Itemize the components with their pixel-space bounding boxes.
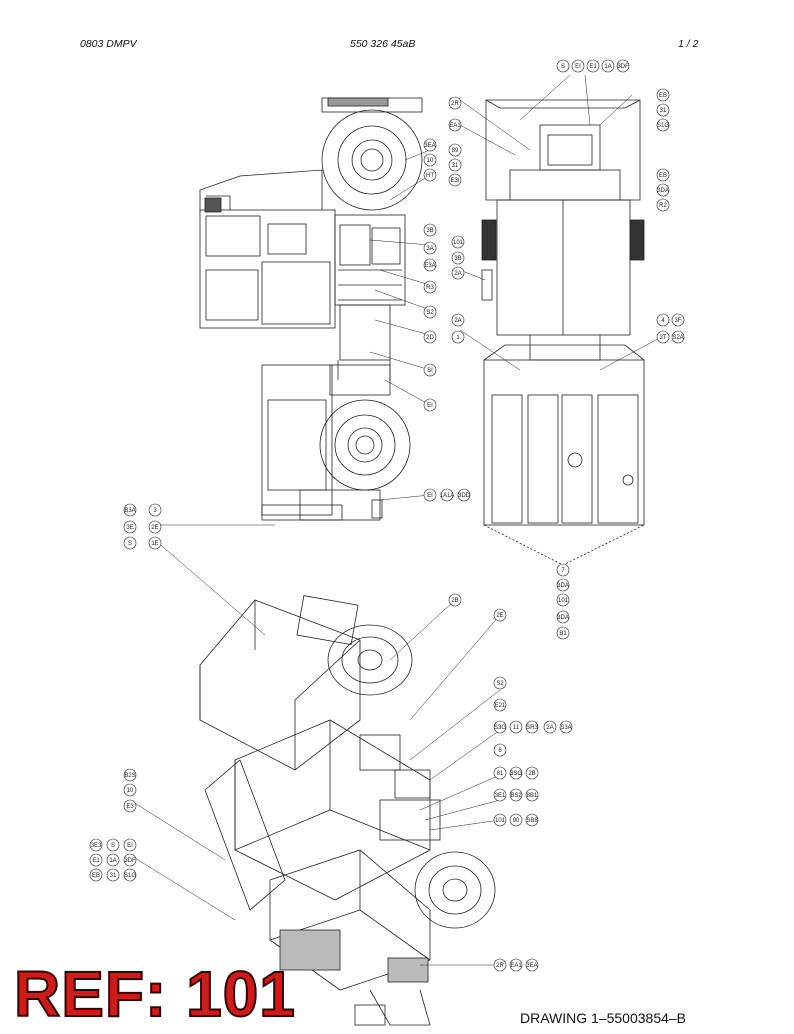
callout-label: 2B (451, 598, 458, 604)
callout-label: 3DA (557, 583, 569, 589)
callout-label: 89 (452, 148, 459, 154)
callout-label: R2 (659, 203, 667, 209)
callout-label: 3B (426, 228, 433, 234)
callout-label: 3 (153, 508, 157, 514)
callout-label: B3A (124, 508, 135, 514)
callout-label: 3F (674, 318, 681, 324)
callout-label: 3B (454, 256, 461, 262)
callout-label: S1G (124, 873, 136, 879)
callout-label: 2A (454, 271, 461, 277)
callout-label: 81 (497, 771, 504, 777)
callout-label: 3A (426, 246, 433, 252)
callout-label: EB (92, 873, 100, 879)
callout-label: E3 (126, 804, 134, 810)
callout-label: 31 (660, 108, 667, 114)
callout-label: E21 (495, 703, 506, 709)
callout-label: S (128, 541, 132, 547)
callout-label: 3EA (424, 143, 435, 149)
callout-label: 10 (127, 788, 134, 794)
callout-label: 3DD (458, 493, 471, 499)
callout-label: EI (427, 493, 433, 499)
callout-label: 3E (126, 525, 133, 531)
callout-label: S2A (672, 335, 683, 341)
callout-label: E3A (424, 263, 435, 269)
callout-label: S (561, 64, 565, 70)
callout-label: S1G (657, 123, 669, 129)
callout-label: 1A1A (440, 493, 455, 499)
callout-label: HT (426, 173, 434, 179)
callout-label: B1 (559, 631, 567, 637)
drawing-number: DRAWING 1–55003854–B (520, 1010, 687, 1026)
callout-label: 3EA (526, 963, 537, 969)
callout-label: S2 (496, 681, 504, 687)
callout-label: EI (575, 64, 581, 70)
callout-label: EA1 (510, 963, 522, 969)
callout-label: EB (659, 173, 667, 179)
callout-label: S (111, 843, 115, 849)
callout-label: 2B (528, 771, 535, 777)
callout-label: 31 (110, 873, 117, 879)
callout-label: 1A (604, 64, 611, 70)
callout-label: 3T (659, 335, 666, 341)
callout-label: 3E1 (495, 793, 506, 799)
callout-label: 1E (151, 541, 158, 547)
callout-label: 2E (496, 613, 503, 619)
top-view-assembly (481, 99, 645, 566)
callout-label: E1 (589, 64, 597, 70)
callout-label: EI (427, 403, 433, 409)
callout-label: 6 (498, 748, 502, 754)
callout-label: E3I (450, 178, 459, 184)
callout-label: 101 (558, 598, 569, 604)
callout-label: 3DA (657, 188, 669, 194)
callout-label: SI (427, 368, 433, 374)
callout-label: 3DF (617, 64, 629, 70)
callout-label: EI (127, 843, 133, 849)
callout-label: R3 (426, 285, 434, 291)
callout-label: 2D (426, 335, 434, 341)
callout-label: 8B1 (527, 793, 538, 799)
callout-label: 3E3 (91, 843, 102, 849)
callout-label: 3SG (510, 771, 522, 777)
callout-label: 2A (546, 725, 553, 731)
callout-label: S3G (494, 725, 506, 731)
part-number: 550 326 45aB (350, 38, 416, 50)
callout-label: 101 (453, 240, 464, 246)
callout-label: S2 (426, 310, 434, 316)
callout-label: 101 (495, 818, 506, 824)
callout-label: S3A (560, 725, 571, 731)
callout-label: SR3 (526, 725, 538, 731)
callout-label: EB (659, 93, 667, 99)
ref-label: REF: 101 (13, 958, 296, 1030)
callout-label: 1A (109, 858, 116, 864)
callout-label: 1 (456, 335, 460, 341)
callout-label: 2A (454, 318, 461, 324)
page-indicator: 1 / 2 (678, 38, 699, 50)
callout-label: 2R (451, 101, 459, 107)
callout-label: 11 (513, 725, 520, 731)
callout-label: 4 (661, 318, 665, 324)
callout-label: 3DA (557, 615, 569, 621)
callout-label: 90 (513, 818, 520, 824)
callout-label: SB8 (526, 818, 538, 824)
callout-label: 2R (496, 963, 504, 969)
callout-label: 3DF (124, 858, 136, 864)
callout-label: 7 (561, 568, 565, 574)
callout-label: 31 (452, 163, 459, 169)
callout-label: 10 (427, 158, 434, 164)
callout-label: E1 (92, 858, 100, 864)
isometric-assembly (199, 595, 496, 1026)
side-view-assembly (199, 97, 423, 521)
callout-label: BS2 (510, 793, 522, 799)
callout-label: 2E (151, 525, 158, 531)
callout-label: B2S (124, 773, 135, 779)
document-code: 0803 DMPV (80, 38, 137, 50)
callout-label: EA1 (449, 123, 461, 129)
leader-lines (129, 74, 666, 966)
